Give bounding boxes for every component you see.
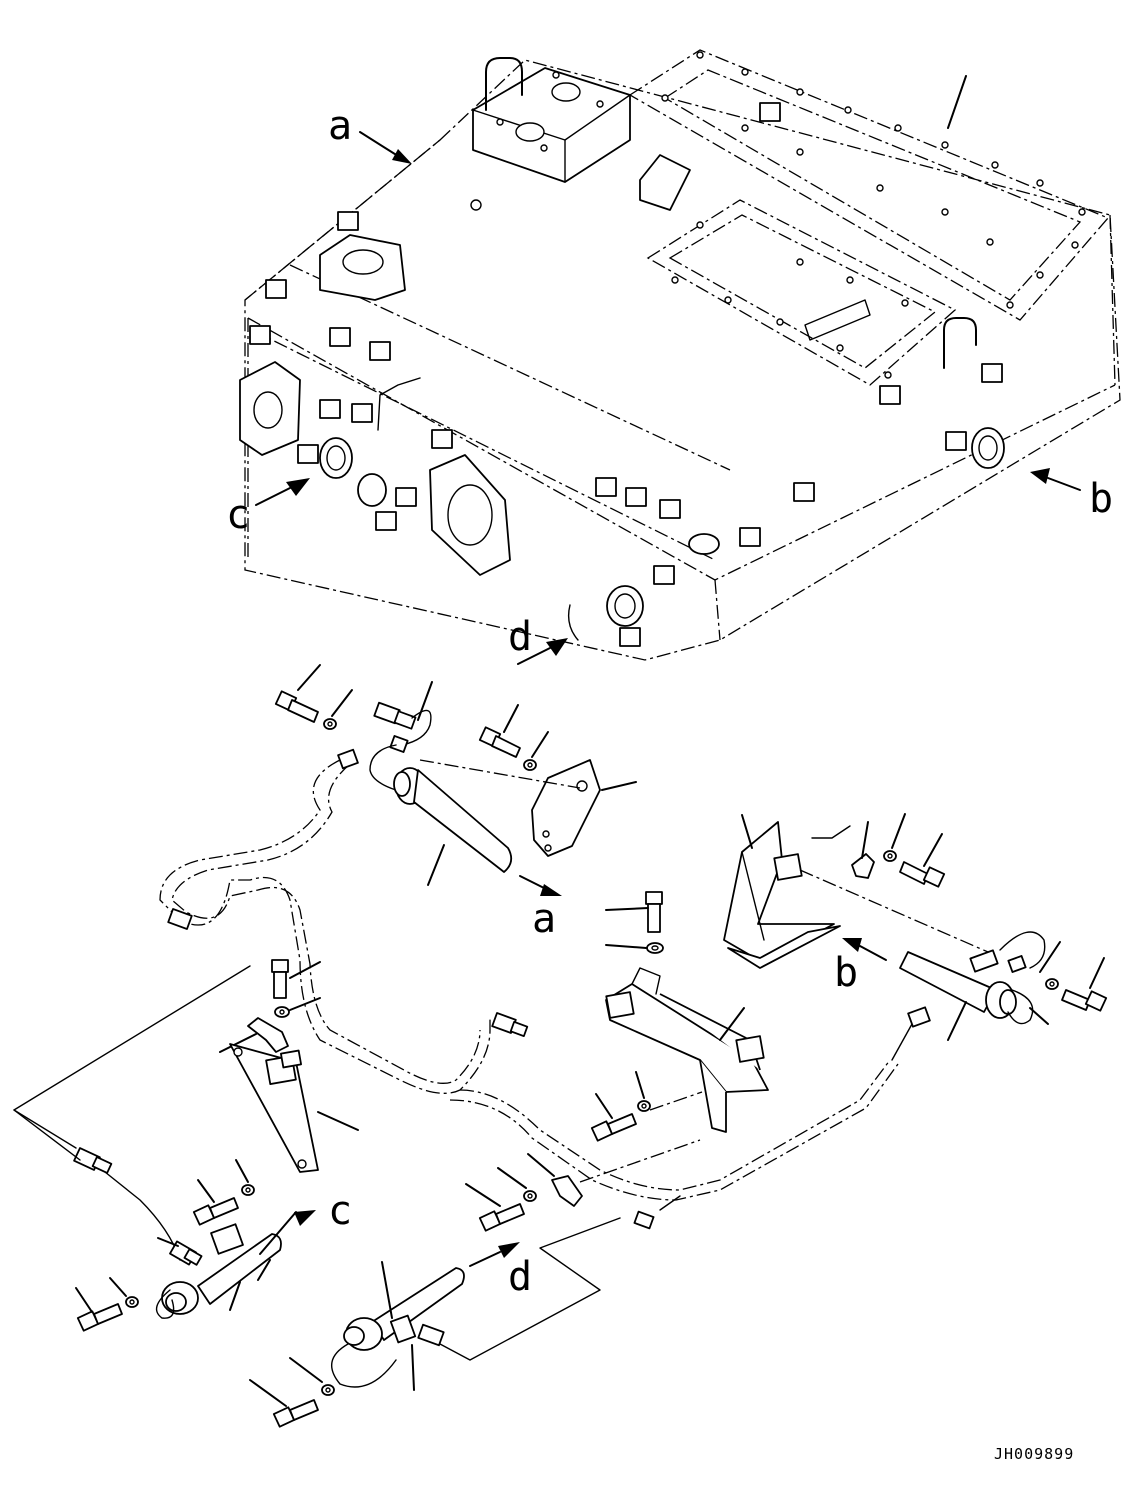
svg-text:a: a [328,103,352,149]
sensor-b-group: b [723,813,1108,1041]
svg-text:b: b [1089,476,1113,522]
callout-a-top: a [328,103,412,164]
washer-icon [523,759,537,771]
bolt-icon [76,1303,123,1332]
clamp-icon [247,1017,289,1053]
svg-text:c: c [226,492,250,538]
washer-icon [883,850,897,862]
cover-bolt-holes [470,51,1086,379]
callout-b-top: b [1030,468,1113,522]
mounting-bracket-icon [229,1043,319,1173]
svg-text:d: d [508,1254,532,1300]
bolt-icon [645,891,663,933]
svg-text:d: d [508,614,532,660]
svg-text:c: c [328,1188,352,1234]
wiring-harness [13,748,931,1230]
bolt-icon [274,690,319,723]
sensor-c-group: c [73,959,359,1332]
bolt-icon [271,959,289,999]
washer-icon [1045,978,1059,990]
tank-body [239,49,1121,661]
bolt-icon [478,1203,525,1232]
bolt-icon [1061,989,1108,1012]
washer-icon [125,1296,139,1308]
bolt-icon [590,1113,637,1142]
washer-icon [523,1190,537,1202]
connector-icon [73,1147,113,1174]
svg-text:b: b [834,950,858,996]
svg-text:a: a [532,896,556,942]
washer-icon [274,1006,290,1018]
washer-icon [241,1184,255,1196]
clamp-icon [851,853,875,879]
washer-icon [323,718,337,730]
temperature-sensor-icon [393,767,513,873]
mounting-bosses [249,102,1003,647]
temperature-sensor-icon [899,951,1017,1019]
cover-plate-icon [531,759,601,857]
washer-icon [637,1100,651,1112]
connector-icon [373,701,417,730]
mounting-bracket-icon [605,967,769,1133]
washer-icon [646,942,664,954]
drawing-id: JH009899 [994,1445,1074,1463]
center-bracket-group [590,891,769,1142]
bolt-icon [478,726,521,758]
callout-c-top: c [226,478,310,538]
temperature-sensor-icon [161,1223,282,1315]
bolt-icon [899,861,946,888]
sensor-d-group: d [249,1139,701,1428]
callout-d-top: d [508,614,568,665]
sensor-a-group: a [274,664,637,942]
bolt-icon [272,1399,319,1428]
bolt-icon [192,1197,239,1226]
washer-icon [321,1384,335,1396]
mounting-bracket-icon [723,821,841,969]
clamp-icon [551,1175,583,1207]
